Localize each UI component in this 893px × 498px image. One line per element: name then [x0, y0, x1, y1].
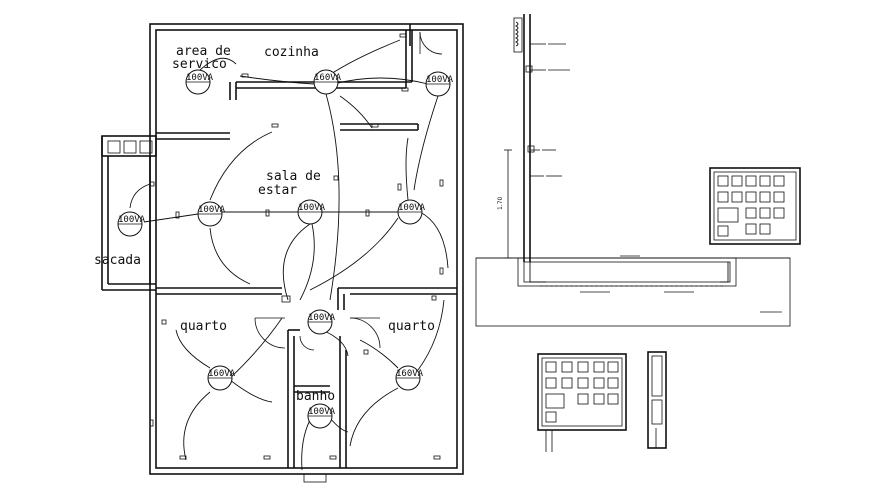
lamp-cozinha-right-rating: 100VA [426, 75, 454, 85]
room-label-banho: banho [296, 389, 335, 404]
lamp-banho: 100VA [307, 403, 336, 429]
section-dimension-label: 1.70 [497, 196, 504, 210]
lamp-sala-mid: 100VA [297, 199, 326, 225]
distribution-panel-large [709, 167, 801, 245]
panel-side-elevation [647, 351, 667, 449]
floor-plan-walls [101, 23, 464, 483]
room-label-quarto-right: quarto [388, 319, 435, 334]
lamp-cozinha-right: 100VA [425, 71, 454, 97]
lamp-sala-right: 100VA [397, 199, 426, 225]
door-swings [254, 31, 443, 351]
lamp-corridor-rating: 100VA [308, 313, 336, 323]
room-label-cozinha: cozinha [264, 45, 319, 60]
lamp-cozinha: 160VA [313, 69, 342, 95]
lamp-sala-mid-rating: 100VA [298, 203, 326, 213]
wiring-runs [129, 39, 449, 471]
lamp-sacada: 100VA [117, 211, 146, 237]
lamp-quarto-left: 160VA [207, 365, 236, 391]
lamp-corridor: 100VA [307, 309, 336, 335]
lamp-sacada-rating: 100VA [118, 215, 146, 225]
lamp-banho-rating: 100VA [308, 407, 336, 417]
outlet-markers [149, 33, 444, 460]
lamp-sala-right-rating: 100VA [398, 203, 426, 213]
lamp-servico: 100VA [185, 69, 214, 95]
room-label-area-servico-line1: area de [176, 44, 231, 59]
lamp-quarto-right: 160VA [395, 365, 424, 391]
lamp-quarto-right-rating: 160VA [396, 369, 424, 379]
room-label-quarto-left: quarto [180, 319, 227, 334]
room-label-area-servico-line2: servico [172, 57, 227, 72]
room-label-sala-line1: sala de [266, 169, 321, 184]
room-labels: area de servico cozinha sala de estar sa… [94, 44, 435, 404]
lamp-sala-left: 100VA [197, 201, 226, 227]
room-label-sala-line2: estar [258, 183, 297, 198]
room-label-sacada: sacada [94, 253, 141, 268]
section-elevation: 1.70 [475, 14, 791, 327]
lamp-sala-left-rating: 100VA [198, 205, 226, 215]
lamp-cozinha-rating: 160VA [314, 73, 342, 83]
lamp-quarto-left-rating: 160VA [208, 369, 236, 379]
distribution-panel-small [537, 353, 627, 452]
lamp-servico-rating: 100VA [186, 73, 214, 83]
